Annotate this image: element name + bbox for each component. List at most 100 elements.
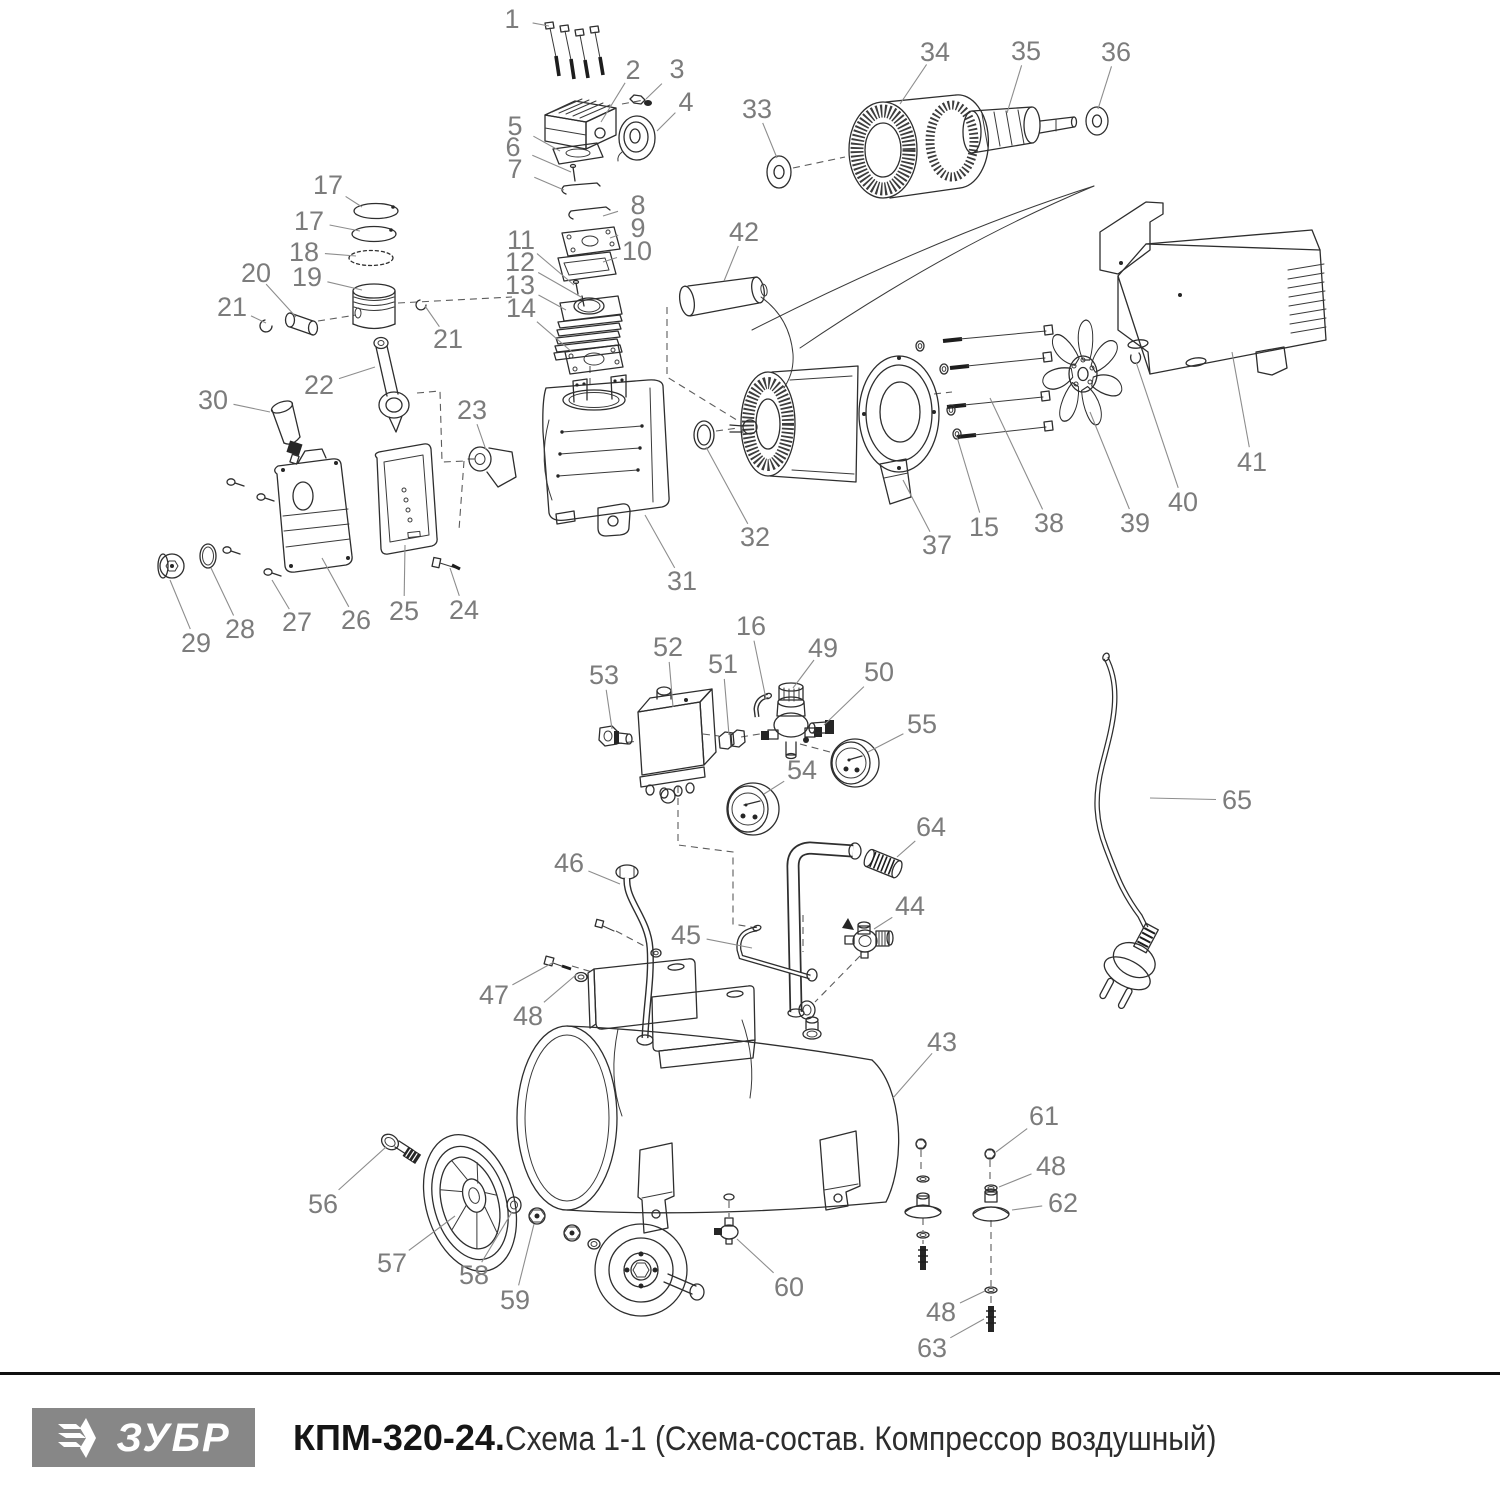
part-label-60: 60 xyxy=(774,1272,804,1302)
part-label-53: 53 xyxy=(589,660,619,690)
part-33-bearing xyxy=(766,155,792,189)
part-label-24: 24 xyxy=(449,595,479,625)
leader-line-33 xyxy=(762,122,778,159)
part-label-55: 55 xyxy=(907,709,937,739)
leader-line-13 xyxy=(538,294,567,311)
part-50-fitting xyxy=(808,720,834,734)
part-15-washers xyxy=(915,340,962,440)
part-16-elbow-pipe xyxy=(753,692,773,718)
part-label-35: 35 xyxy=(1011,36,1041,66)
leader-line-7 xyxy=(534,176,565,191)
part-label-16: 16 xyxy=(736,611,766,641)
part-label-63: 63 xyxy=(917,1333,947,1363)
part-48-washer xyxy=(574,971,588,983)
part-label-49: 49 xyxy=(808,633,838,663)
part-label-54: 54 xyxy=(787,755,817,785)
part-label-61: 61 xyxy=(1029,1101,1059,1131)
part-57-wheel xyxy=(422,1133,518,1273)
part-53-fitting xyxy=(598,725,633,747)
leader-line-64 xyxy=(896,840,916,858)
part-24-bolt xyxy=(431,556,461,571)
part-5-valve-plate xyxy=(552,142,604,165)
leader-line-23 xyxy=(476,424,487,451)
part-49-regulator xyxy=(761,682,822,760)
leader-line-21 xyxy=(424,305,440,328)
part-9-valve-plate xyxy=(561,226,621,257)
leader-line-61 xyxy=(995,1128,1028,1153)
leader-line-16 xyxy=(753,640,767,700)
part-label-59: 59 xyxy=(500,1285,530,1315)
leader-line-34 xyxy=(899,64,928,105)
leader-line-1 xyxy=(532,22,550,27)
part-label-21: 21 xyxy=(433,324,463,354)
part-28-o-ring xyxy=(199,543,217,569)
leader-line-18 xyxy=(324,253,357,257)
leader-line-5 xyxy=(533,135,561,152)
part-41-cover xyxy=(1099,201,1327,376)
exploded-diagram: 1234567891011121314171718192021212223302… xyxy=(157,4,1327,1363)
leader-line-39 xyxy=(1089,411,1130,510)
brand-arrow-icon xyxy=(58,1417,97,1458)
leader-line-47 xyxy=(512,961,555,986)
leader-line-53 xyxy=(605,689,613,730)
part-3-fitting xyxy=(629,94,652,106)
part-29-plug xyxy=(157,553,185,579)
leader-line-58 xyxy=(481,1211,513,1263)
leader-line-26 xyxy=(321,557,350,608)
part-label-29: 29 xyxy=(181,628,211,658)
part-label-33: 33 xyxy=(742,94,772,124)
part-label-17: 17 xyxy=(313,170,343,200)
part-label-19: 19 xyxy=(292,262,322,292)
leader-line-56 xyxy=(338,1146,387,1191)
part-34-stator-winding xyxy=(848,94,989,199)
part-label-62: 62 xyxy=(1048,1188,1078,1218)
leader-line-41 xyxy=(1231,351,1250,448)
part-label-27: 27 xyxy=(282,607,312,637)
foot-assembly-center xyxy=(904,1138,942,1270)
handle xyxy=(786,841,862,1018)
leader-line-50 xyxy=(823,686,865,726)
part-58-washer xyxy=(506,1196,522,1214)
part-label-12: 12 xyxy=(505,247,535,277)
leader-line-31 xyxy=(644,514,676,569)
leader-line-52 xyxy=(668,661,674,708)
part-8-reed-valve xyxy=(568,206,611,220)
part-label-9: 9 xyxy=(630,213,645,243)
part-label-44: 44 xyxy=(895,891,925,921)
part-13-cylinder xyxy=(553,295,623,361)
leader-line-49 xyxy=(792,659,815,689)
part-44-check-valve xyxy=(842,918,894,959)
part-label-52: 52 xyxy=(653,632,683,662)
part-46-outlet-pipe xyxy=(615,864,654,1046)
leader-line-38 xyxy=(989,397,1044,510)
part-42-capacitor xyxy=(678,276,794,389)
leader-line-46 xyxy=(588,870,621,885)
part-38-bolts xyxy=(942,324,1054,439)
part-43-tank xyxy=(516,1016,900,1214)
assembly-dashed-lines xyxy=(317,99,992,1304)
part-label-42: 42 xyxy=(729,217,759,247)
part-label-48: 48 xyxy=(926,1297,956,1327)
part-label-4: 4 xyxy=(678,87,693,117)
part-32-oil-seal xyxy=(693,420,715,450)
part-label-20: 20 xyxy=(241,258,271,288)
part-14-base-gasket xyxy=(564,344,624,375)
part-label-50: 50 xyxy=(864,657,894,687)
leader-line-2 xyxy=(600,82,626,123)
leader-line-30 xyxy=(233,403,271,413)
leader-line-11 xyxy=(536,253,575,286)
brand-name: ЗУБР xyxy=(116,1415,231,1460)
part-36-bearing xyxy=(1085,106,1109,136)
part-4-air-filter xyxy=(617,115,656,162)
part-7-reed-valve xyxy=(561,182,601,195)
part-22-connecting-rod xyxy=(373,336,410,433)
part-55-gauge xyxy=(830,738,880,788)
leader-line-17 xyxy=(345,195,363,208)
leader-line-6 xyxy=(532,154,572,173)
part-label-5: 5 xyxy=(507,111,522,141)
leader-line-20 xyxy=(265,283,297,318)
leader-line-22 xyxy=(338,366,376,380)
part-label-18: 18 xyxy=(289,237,319,267)
part-label-17: 17 xyxy=(294,206,324,236)
part-label-41: 41 xyxy=(1237,447,1267,477)
